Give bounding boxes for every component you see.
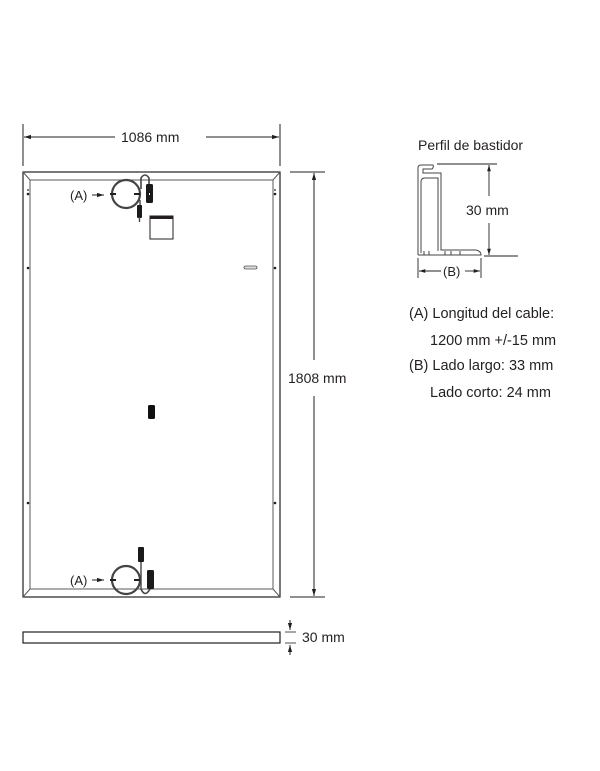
- legend-b-key: (B): [409, 358, 429, 374]
- width-dimension: [22, 124, 281, 166]
- bottom-cable-assembly: [92, 547, 154, 596]
- height-label: 1808 mm: [288, 370, 347, 386]
- profile-title: Perfil de bastidor: [418, 137, 524, 153]
- center-connector: [148, 405, 155, 419]
- top-cable-callout: (A): [70, 188, 88, 203]
- top-cable-assembly: [92, 174, 174, 240]
- legend-b-short: Lado corto: 24 mm: [430, 385, 551, 401]
- legend-a-value: 1200 mm +/-15 mm: [430, 333, 557, 349]
- profile-height-label: 30 mm: [466, 202, 509, 218]
- legend-b-long: Lado largo: 33 mm: [432, 358, 554, 374]
- frame-profile: [417, 164, 482, 256]
- label-slot: [243, 265, 258, 270]
- mounting-holes: [26, 189, 277, 505]
- legend-a-key: (A): [409, 306, 429, 322]
- thickness-label: 30 mm: [302, 629, 345, 645]
- profile-width-label: (B): [443, 264, 461, 279]
- legend-a: (A) Longitud del cable:: [409, 305, 554, 323]
- profile-dimensions: [417, 163, 518, 278]
- legend-b: (B) Lado largo: 33 mm: [409, 357, 553, 375]
- panel-side-view: [22, 620, 296, 655]
- junction-box: [149, 215, 174, 240]
- height-dimension: [290, 171, 325, 598]
- bottom-cable-callout: (A): [70, 573, 88, 588]
- width-label: 1086 mm: [121, 129, 180, 145]
- legend-a-text: Longitud del cable:: [432, 306, 555, 322]
